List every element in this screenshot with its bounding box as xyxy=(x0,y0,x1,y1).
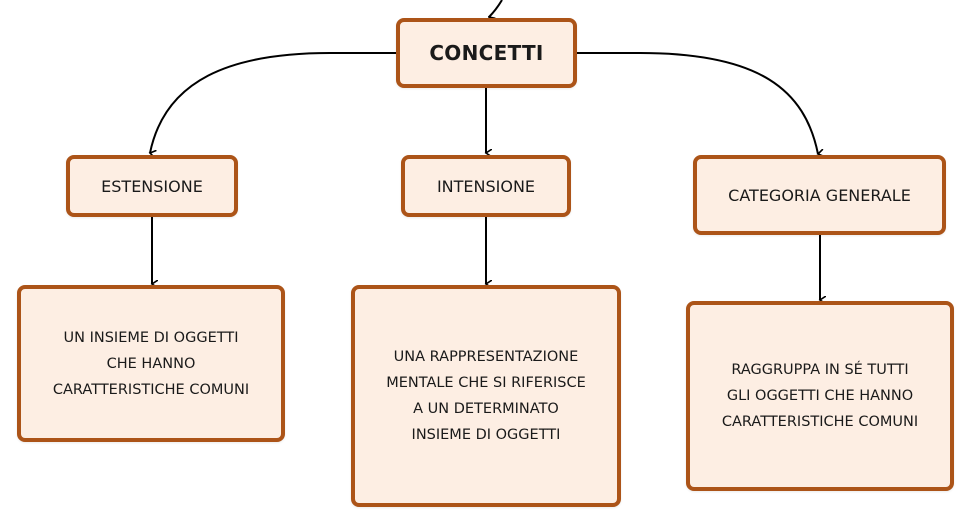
root-node[interactable]: CONCETTI xyxy=(396,18,577,88)
node-intensione-label: INTENSIONE xyxy=(436,176,536,196)
desc-categoria-generale-text: RAGGRUPPA IN SÉ TUTTI GLI OGGETTI CHE HA… xyxy=(721,362,919,430)
desc-intensione-text: UNA RAPPRESENTAZIONE MENTALE CHE SI RIFE… xyxy=(386,349,586,443)
root-label: CONCETTI xyxy=(429,41,544,65)
desc-estensione[interactable]: UN INSIEME DI OGGETTI CHE HANNO CARATTER… xyxy=(17,285,285,442)
connector-root-estensione xyxy=(150,52,398,153)
node-intensione[interactable]: INTENSIONE xyxy=(401,155,571,217)
node-estensione[interactable]: ESTENSIONE xyxy=(66,155,238,217)
desc-categoria-generale[interactable]: RAGGRUPPA IN SÉ TUTTI GLI OGGETTI CHE HA… xyxy=(686,301,954,491)
connector-root-categoria xyxy=(576,52,818,154)
desc-intensione[interactable]: UNA RAPPRESENTAZIONE MENTALE CHE SI RIFE… xyxy=(351,285,621,507)
incoming-connector xyxy=(489,0,503,17)
node-categoria-generale-label: CATEGORIA GENERALE xyxy=(728,185,911,205)
node-estensione-label: ESTENSIONE xyxy=(101,176,203,196)
desc-estensione-text: UN INSIEME DI OGGETTI CHE HANNO CARATTER… xyxy=(52,329,250,398)
node-categoria-generale[interactable]: CATEGORIA GENERALE xyxy=(693,155,946,235)
